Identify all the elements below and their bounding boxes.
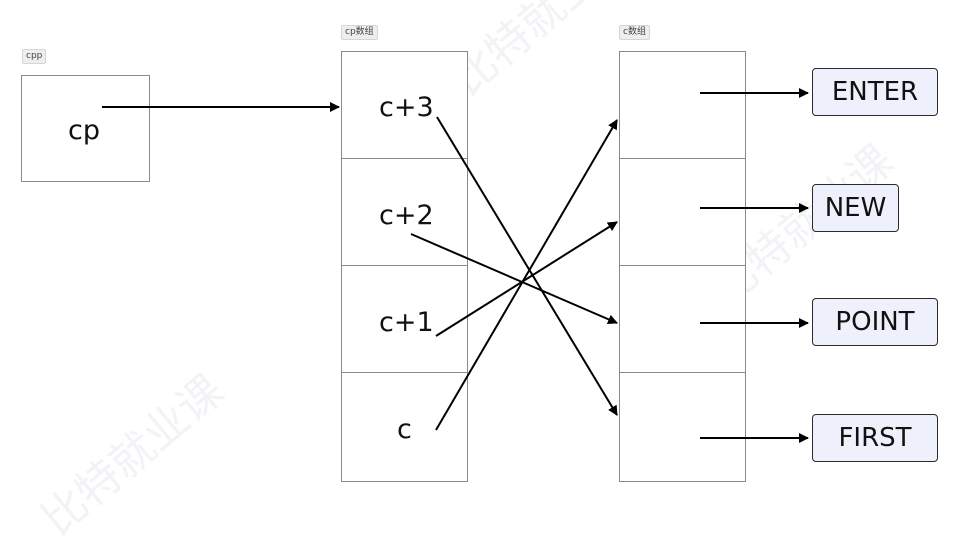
- string-box-new: NEW: [812, 184, 899, 232]
- arrows-layer: [102, 88, 809, 443]
- c-cell-0: [619, 51, 746, 159]
- cp-array-label: cp数组: [341, 25, 378, 40]
- cp-cell-label: c+2: [379, 200, 434, 231]
- cpp-label: cpp: [22, 49, 47, 64]
- arrow-c-to-c0: [435, 119, 618, 431]
- cpp-box: [21, 75, 150, 182]
- c-cell-1: [619, 158, 746, 266]
- string-box-enter: ENTER: [812, 68, 938, 116]
- cp-cell-label: c+1: [379, 307, 434, 338]
- string-box-first: FIRST: [812, 414, 938, 462]
- cp-cell-0: [341, 51, 468, 159]
- cp-cell-2: [341, 265, 468, 373]
- cp-cell-label: c+3: [379, 92, 434, 123]
- c-cell-3: [619, 372, 746, 482]
- arrow-c3-to-c3: [436, 116, 618, 416]
- cpp-box-text: cp: [68, 115, 100, 146]
- arrow-c2-to-c2: [410, 233, 618, 325]
- string-box-point: POINT: [812, 298, 938, 346]
- cp-cell-3: [341, 372, 468, 482]
- c-cell-2: [619, 265, 746, 373]
- cp-cell-1: [341, 158, 468, 266]
- c-array-label: c数组: [619, 25, 650, 40]
- cp-cell-label: c: [397, 414, 412, 445]
- arrow-c1-to-c1: [435, 221, 618, 337]
